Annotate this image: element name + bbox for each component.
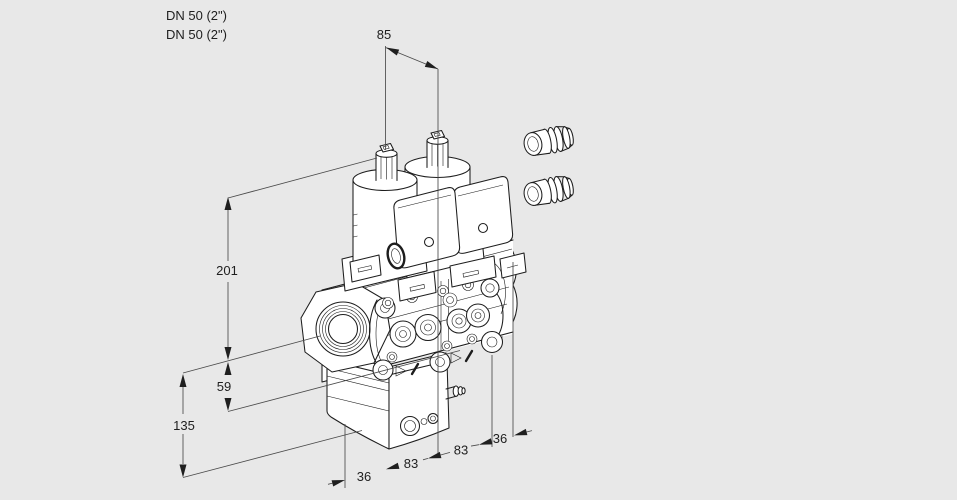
pipe-flange	[300, 282, 391, 373]
center-bolt-bottom	[429, 351, 451, 373]
body-front-details	[369, 278, 504, 381]
coil-seal-ring	[386, 242, 406, 270]
dim-height-middle-label: 59	[217, 379, 231, 394]
terminal-box-right	[449, 255, 497, 288]
actuator-right-shield	[453, 176, 514, 254]
actuator-left-shield	[393, 187, 461, 269]
dim-bottom-offset-left-label: 36	[357, 469, 371, 484]
port-label-top: DN 50 (2")	[166, 8, 227, 23]
cable-gland-icon-1	[523, 126, 574, 156]
terminal-box-left	[397, 270, 437, 302]
actuator-right-cap	[426, 129, 449, 169]
dimension-height-middle: 59	[182, 335, 461, 412]
side-connector-stub	[445, 385, 466, 400]
small-screws	[382, 279, 478, 363]
dimension-actuator-spacing: 85	[377, 27, 439, 455]
terminal-box-left-rear	[349, 254, 382, 283]
side-bolts-right	[480, 278, 504, 354]
terminal-boxes	[349, 254, 497, 302]
dim-height-upper-label: 201	[216, 263, 238, 278]
dim-height-lower-label: 135	[173, 418, 195, 433]
dim-bottom-span-left-label: 83	[404, 456, 418, 471]
flange-bolt-bottom	[372, 359, 394, 381]
flow-slash-mark-icon	[410, 349, 474, 376]
dim-actuator-spacing-label: 85	[377, 27, 391, 42]
port-labels: DN 50 (2") DN 50 (2")	[166, 8, 227, 42]
switch-face-ports	[399, 412, 439, 437]
port-label-bottom: DN 50 (2")	[166, 27, 227, 42]
dim-bottom-span-right-label: 83	[454, 443, 468, 458]
dimension-height-lower: 135	[173, 374, 363, 478]
flow-direction-arrow-icon	[395, 352, 462, 377]
dimension-height-upper: 201	[216, 157, 378, 360]
actuator-left-cap	[375, 142, 398, 182]
dim-bottom-offset-right-label: 36	[493, 431, 507, 446]
cable-gland-icon-2	[523, 176, 574, 206]
test-nipples	[389, 303, 491, 348]
dimension-bottom-chain: 36 83 83 36	[327, 262, 533, 488]
